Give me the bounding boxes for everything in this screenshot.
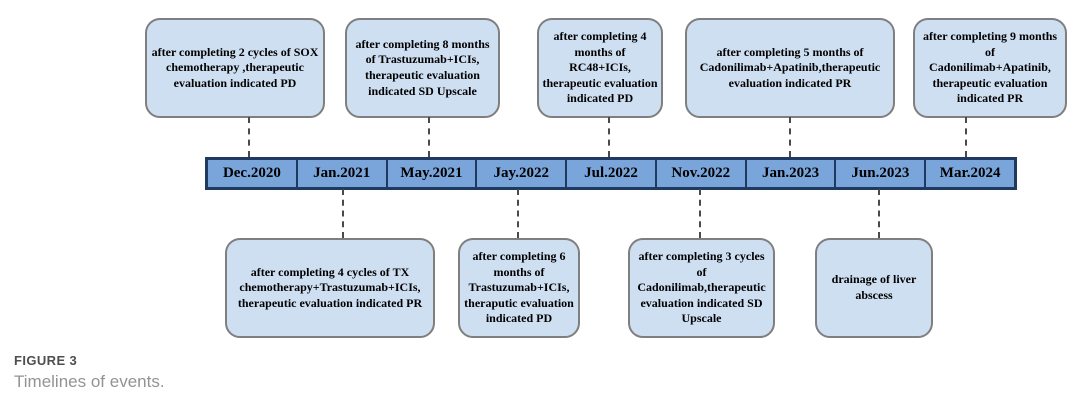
- event-box-5-months-cadonilimab: after completing 5 months of Cadonilimab…: [685, 18, 895, 118]
- event-box-4-months-rc48: after completing 4 months of RC48+ICIs, …: [537, 18, 663, 118]
- connector-line-jay-2022: [517, 189, 519, 238]
- connector-line-nov-2022: [699, 189, 701, 238]
- connector-line-jun-2023: [878, 189, 880, 238]
- event-box-3-cycles-cadonilimab: after completing 3 cycles of Cadonilimab…: [628, 238, 775, 338]
- timeline-date-mar-2024: Mar.2024: [939, 165, 1001, 181]
- connector-line-mar-2024: [965, 117, 967, 157]
- timeline-date-may-2021: May.2021: [388, 160, 478, 187]
- connector-line-jul-2022: [608, 117, 610, 157]
- connector-line-dec-2020: [248, 117, 250, 157]
- timeline-date-jan-2023: Jan.2023: [747, 160, 837, 187]
- figure-caption: FIGURE 3 Timelines of events.: [14, 353, 165, 392]
- figure-caption-label: FIGURE 3: [14, 353, 78, 368]
- event-box-9-months-cadonilimab: after completing 9 months of Cadonilimab…: [913, 18, 1067, 118]
- event-box-sox-chemotherapy: after completing 2 cycles of SOX chemoth…: [145, 18, 325, 118]
- figure-caption-text: Timelines of events.: [14, 372, 165, 391]
- event-box-tx-chemotherapy: after completing 4 cycles of TX chemothe…: [225, 238, 435, 338]
- event-box-liver-abscess-drainage: drainage of liver abscess: [815, 238, 933, 338]
- timeline-date-dec-2020: Dec.2020: [208, 160, 298, 187]
- event-box-6-months-trastuzumab: after completing 6 months of Trastuzumab…: [458, 238, 580, 338]
- connector-line-jan-2021: [342, 189, 344, 238]
- connector-line-jan-2023: [789, 117, 791, 157]
- event-box-8-months-trastuzumab: after completing 8 months of Trastuzumab…: [345, 18, 500, 118]
- timeline-date-jan-2021: Jan.2021: [298, 160, 388, 187]
- timeline-bar: Dec.2020 Jan.2021 May.2021 Jay.2022 Jul.…: [205, 157, 1017, 190]
- timeline-date-jul-2022: Jul.2022: [567, 160, 657, 187]
- timeline-date-jun-2023: Jun.2023: [836, 160, 927, 187]
- timeline-date-nov-2022: Nov.2022: [657, 160, 747, 187]
- timeline-date-jay-2022: Jay.2022: [477, 160, 568, 187]
- connector-line-may-2021: [428, 117, 430, 157]
